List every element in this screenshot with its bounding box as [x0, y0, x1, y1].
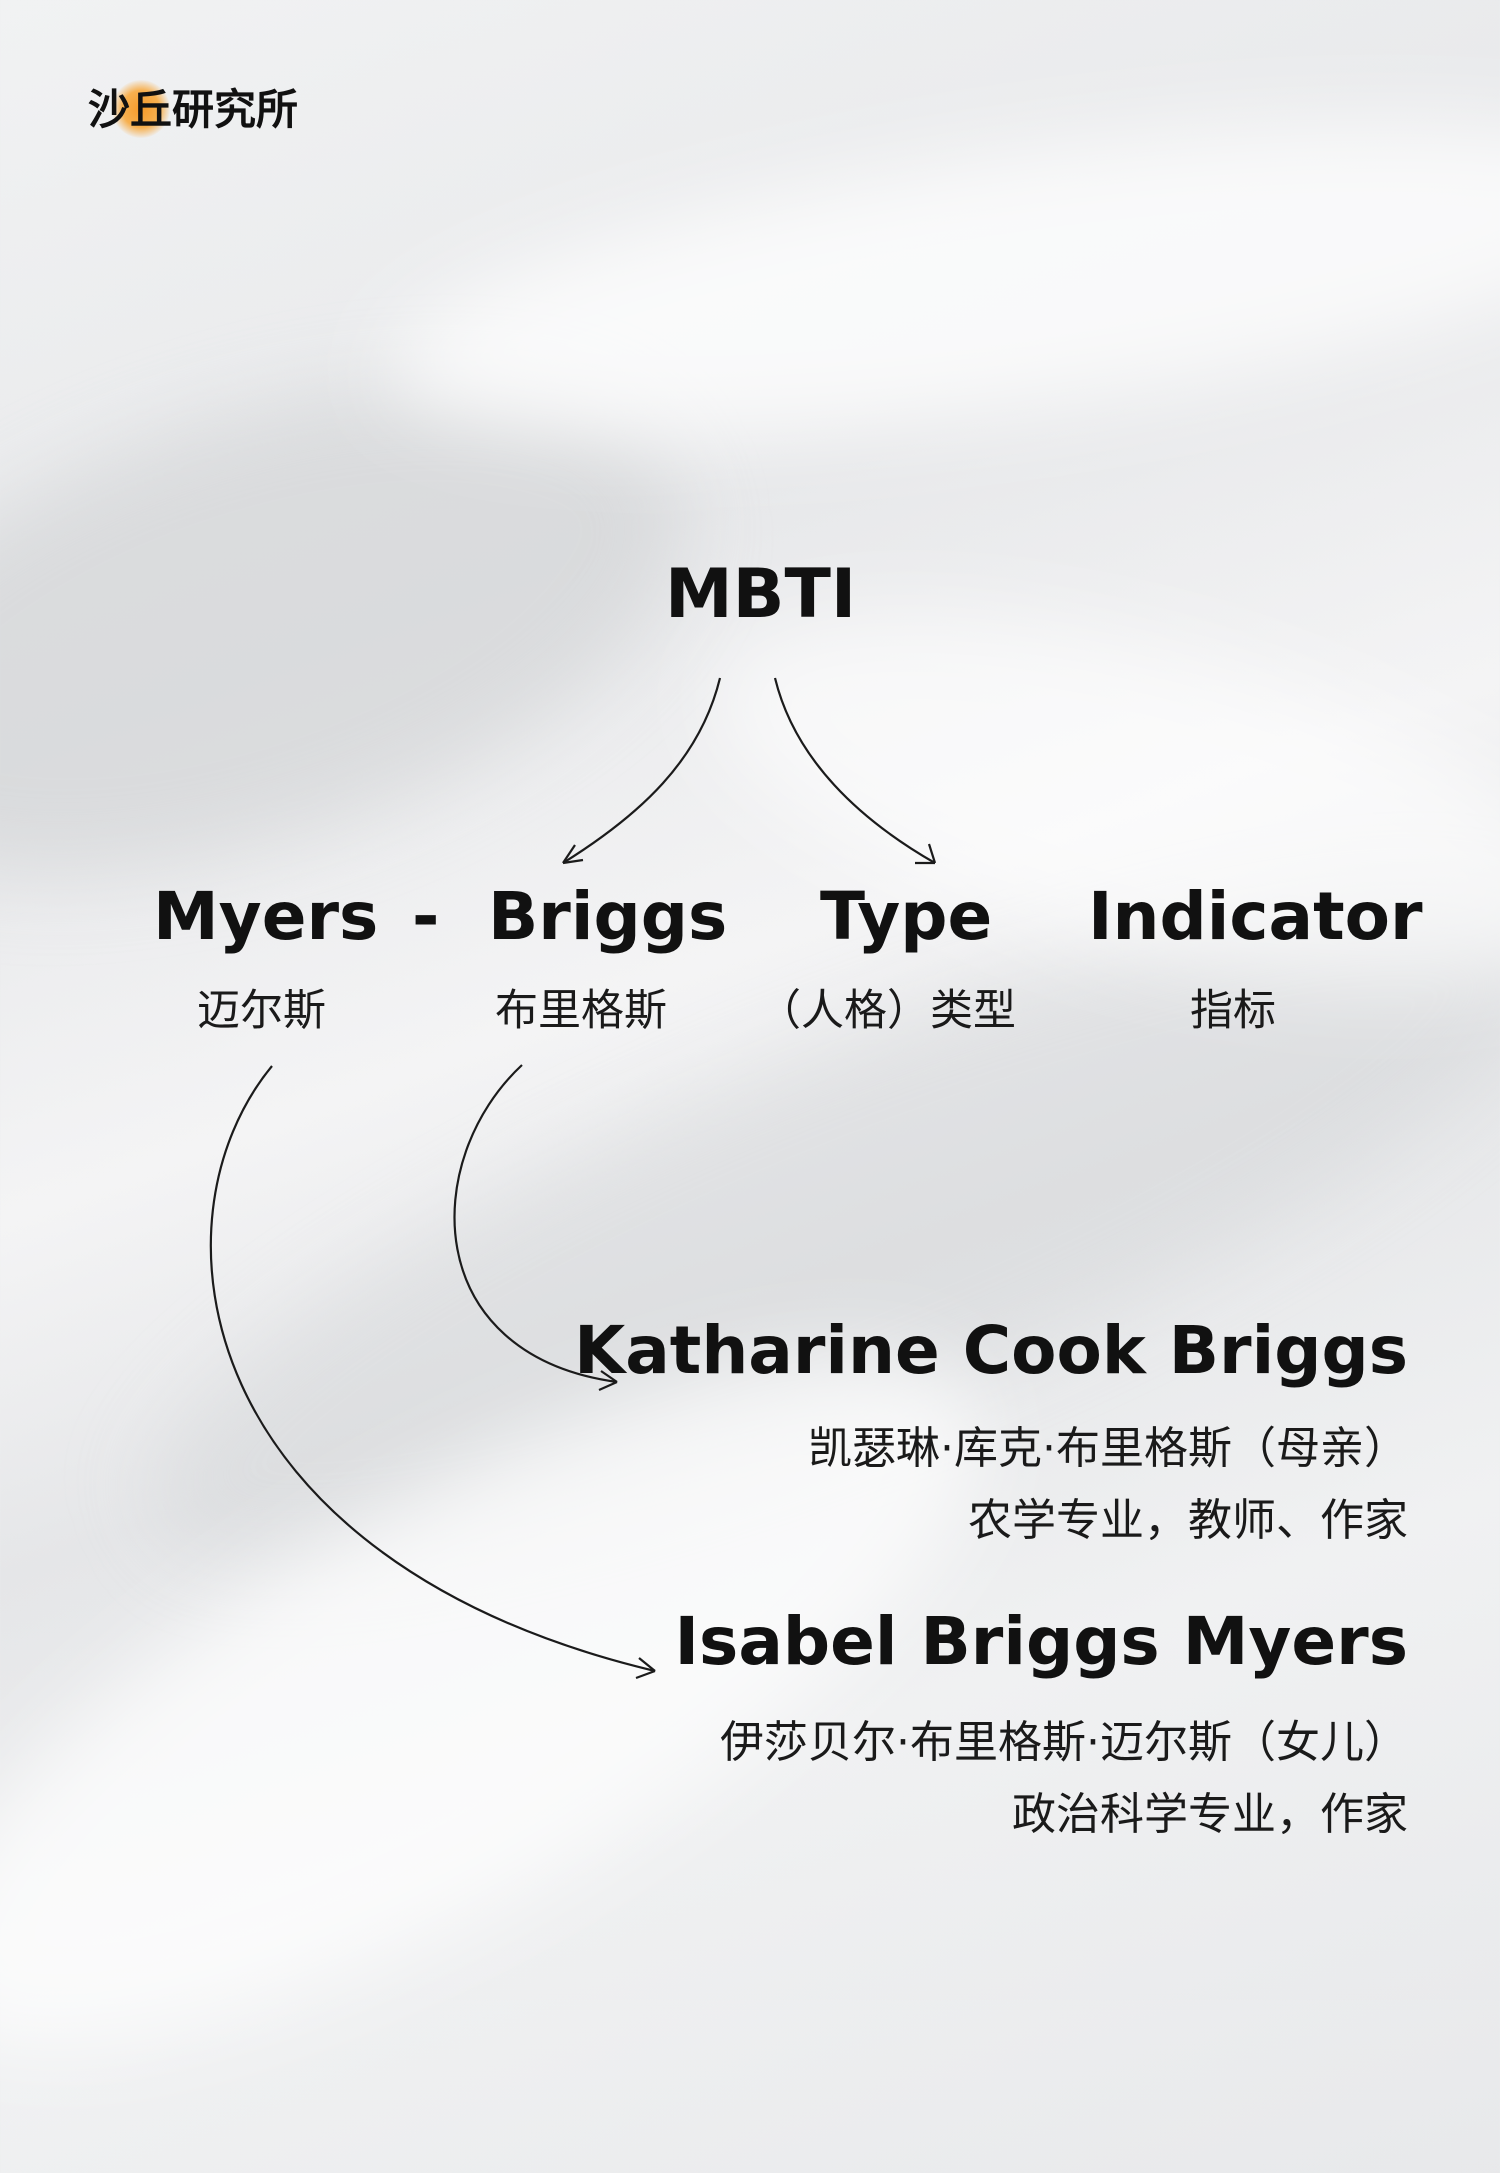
cn-myers: 迈尔斯	[197, 986, 326, 1036]
person-isabel-desc: 政治科学专业，作家	[1012, 1789, 1408, 1840]
connector-arrows	[209, 677, 937, 1680]
logo-text: 沙丘研究所	[88, 84, 299, 134]
word-type: Type	[820, 878, 993, 955]
logo: 沙丘研究所	[88, 76, 299, 138]
word-briggs: Briggs	[488, 878, 728, 955]
person-katharine-desc: 农学专业，教师、作家	[968, 1495, 1408, 1546]
arrow-mbti-to-myers-briggs	[562, 677, 722, 865]
person-isabel-cn-name: 伊莎贝尔·布里格斯·迈尔斯（女儿）	[720, 1717, 1408, 1768]
word-hyphen: -	[412, 878, 440, 955]
arrow-briggs-to-katharine	[453, 1064, 618, 1392]
cn-indicator: 指标	[1190, 986, 1276, 1036]
arrow-mbti-to-type-indicator	[773, 677, 937, 865]
logo-sun-icon	[112, 80, 170, 138]
person-isabel-name: Isabel Briggs Myers	[674, 1603, 1408, 1680]
word-myers: Myers	[153, 878, 379, 955]
word-indicator: Indicator	[1088, 878, 1423, 955]
cn-briggs: 布里格斯	[495, 986, 667, 1036]
mbti-title: MBTI	[665, 555, 857, 634]
cn-type: （人格）类型	[758, 986, 1016, 1036]
person-katharine-cn-name: 凯瑟琳·库克·布里格斯（母亲）	[808, 1423, 1408, 1474]
person-katharine-name: Katharine Cook Briggs	[574, 1312, 1408, 1389]
arrow-myers-to-isabel	[209, 1065, 656, 1680]
